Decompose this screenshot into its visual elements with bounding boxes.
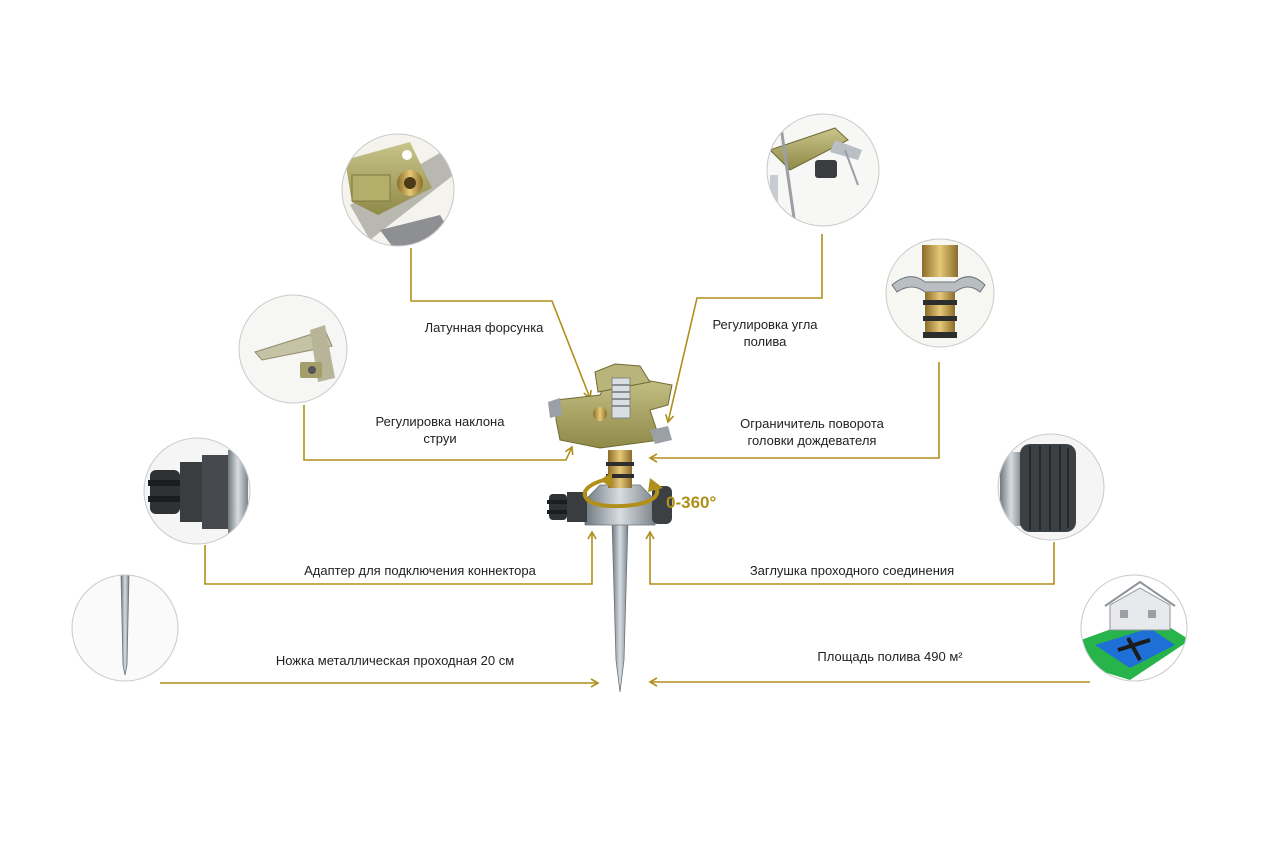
connector-lines [160,234,1090,688]
connector-rotation-limiter [648,362,940,463]
connector-nozzle [410,248,592,400]
label-rotation-limiter: Ограничитель поворота головки дождевател… [740,416,884,448]
connector-plug [645,530,1055,585]
watering-area-detail-image [1080,574,1188,682]
label-area: Площадь полива 490 м² [817,649,963,664]
sprinkler-spike [611,519,629,693]
label-jet-tilt: Регулировка наклона струи [375,414,505,446]
label-plug: Заглушка проходного соединения [749,563,955,578]
label-angle-adjust: Регулировка угла полива [712,317,818,349]
rotation-limiter-detail-image [885,238,995,348]
angle-adjust-detail-image [766,113,880,227]
jet-tilt-detail-image [238,294,348,404]
connector-jet-tilt [303,405,574,461]
adapter-detail-image [143,437,251,545]
plug-detail-image [997,433,1105,541]
rotation-arrow [582,478,660,509]
nozzle-detail-image [341,133,455,247]
connector-angle-adjust [664,234,823,424]
rotation-range-label: 0-360° [666,493,717,512]
connector-adapter [204,530,597,585]
sprinkler-adapter [547,492,587,522]
label-nozzle: Латунная форсунка [424,320,544,335]
label-spike: Ножка металлическая проходная 20 см [275,653,515,668]
spike-detail-image [71,574,179,682]
label-adapter: Адаптер для подключения коннектора [304,563,536,578]
sprinkler-main-image [547,363,673,693]
